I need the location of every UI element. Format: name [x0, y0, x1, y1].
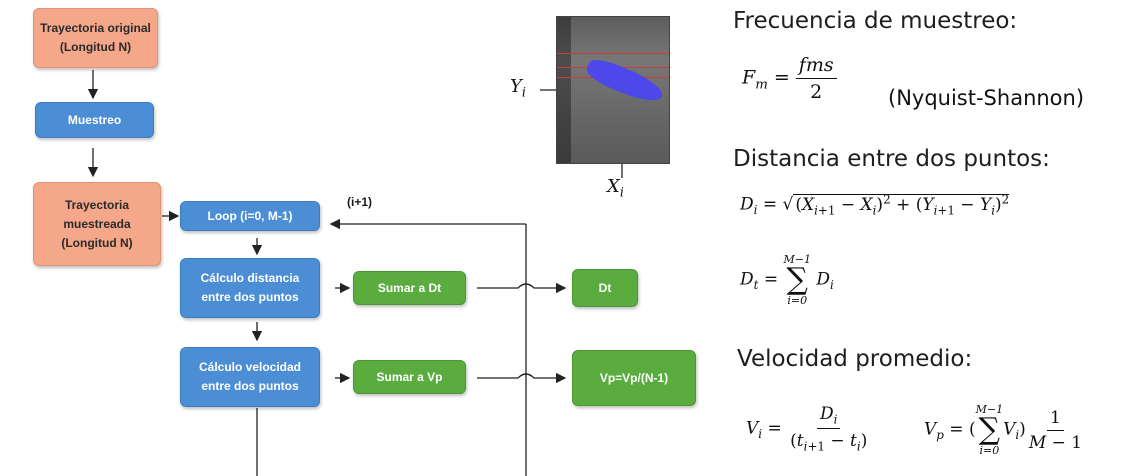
photo-red-line-1 — [557, 53, 669, 54]
sumar-vp-box: Sumar a Vp — [353, 360, 466, 394]
vp-result-label: Vp=Vp/(N-1) — [599, 370, 669, 385]
dt-box: Dt — [572, 269, 638, 307]
velocity-formula: Vi = Di(ti+1 − ti) — [746, 404, 868, 454]
sumar-dt-label: Sumar a Dt — [377, 280, 442, 295]
trayectoria-original-box: Trayectoria original (Longitud N) — [33, 8, 158, 68]
trayectoria-original-label: Trayectoria original (Longitud N) — [40, 21, 151, 54]
arrow-sumar-dt-to-dt — [477, 282, 567, 294]
trayectoria-muestreada-label: Trayectoria muestreada (Longitud N) — [61, 197, 133, 250]
muestreo-box: Muestreo — [35, 102, 154, 138]
loop-label: Loop (i=0, M-1) — [207, 208, 293, 223]
calculo-distancia-label: Cálculo distancia entre dos puntos — [200, 271, 300, 304]
distancia-heading: Distancia entre dos puntos: — [733, 146, 1050, 172]
vp-result-box: Vp=Vp/(N-1) — [572, 350, 696, 406]
distance-formula: Di = √(Xi+1 − Xi)2 + (Yi+1 − Yi)2 — [740, 192, 1010, 218]
nyquist-label: (Nyquist-Shannon) — [888, 86, 1085, 110]
photo-shade — [557, 17, 571, 163]
calculo-distancia-box: Cálculo distancia entre dos puntos — [180, 258, 320, 318]
calculo-velocidad-box: Cálculo velocidad entre dos puntos — [180, 347, 320, 407]
trajectory-photo — [556, 16, 670, 164]
trayectoria-muestreada-box: Trayectoria muestreada (Longitud N) — [33, 182, 161, 266]
velocidad-heading: Velocidad promedio: — [737, 346, 973, 372]
x-coordinate-label: Xi — [607, 176, 624, 200]
arrow-sumar-vp-to-vp — [477, 372, 567, 384]
muestreo-label: Muestreo — [67, 112, 122, 127]
dt-label: Dt — [598, 280, 612, 295]
y-coordinate-label: Yi — [510, 76, 526, 100]
trajectory-blob — [583, 54, 667, 108]
calculo-velocidad-label: Cálculo velocidad entre dos puntos — [198, 360, 302, 393]
loop-box: Loop (i=0, M-1) — [180, 201, 320, 231]
sumar-dt-box: Sumar a Dt — [353, 271, 466, 305]
frecuencia-heading: Frecuencia de muestreo: — [733, 8, 1018, 34]
total-distance-formula: Dt = M−1∑i=0 Di — [740, 253, 834, 307]
loop-back-label: (i+1) — [347, 195, 373, 209]
sumar-vp-label: Sumar a Vp — [376, 369, 443, 384]
